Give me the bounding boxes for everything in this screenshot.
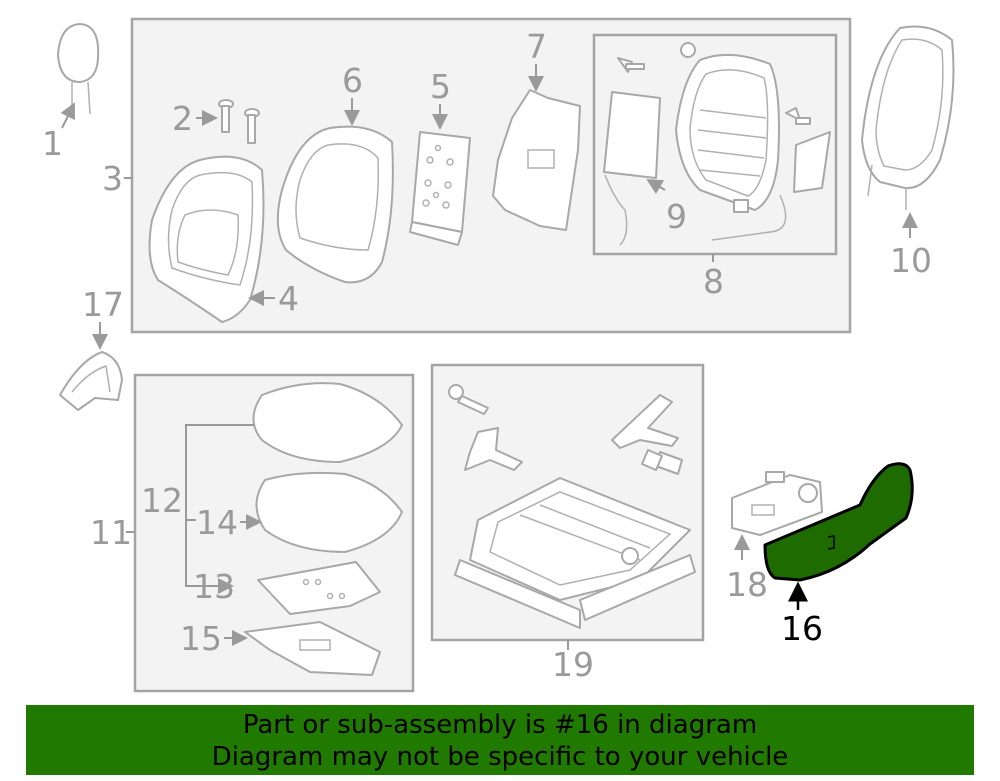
callout-14: 14 bbox=[196, 503, 238, 542]
seat-switch-part[interactable] bbox=[731, 471, 823, 536]
callout-6: 6 bbox=[342, 61, 363, 100]
seat-back-pad-part[interactable] bbox=[276, 125, 394, 284]
seat-back-shell-part[interactable] bbox=[861, 25, 955, 211]
callout-8: 8 bbox=[703, 262, 724, 301]
callout-12: 12 bbox=[141, 481, 183, 520]
cushion-sheet-part[interactable] bbox=[244, 621, 381, 676]
cushion-plate-part[interactable] bbox=[257, 561, 381, 615]
callout-3: 3 bbox=[102, 159, 123, 198]
cushion-pad-part[interactable] bbox=[255, 471, 403, 553]
callout-18: 18 bbox=[726, 565, 768, 604]
back-pad-sheet-part[interactable] bbox=[492, 89, 581, 231]
part-info-banner: Part or sub-assembly is #16 in diagram D… bbox=[26, 705, 974, 775]
callout-9: 9 bbox=[666, 197, 687, 236]
screw-part[interactable] bbox=[218, 99, 260, 144]
seat-back-frame-part[interactable] bbox=[603, 42, 831, 246]
callout-7: 7 bbox=[526, 27, 547, 66]
lumbar-panel-part[interactable] bbox=[409, 131, 471, 246]
callout-16: 16 bbox=[781, 609, 823, 648]
callout-4: 4 bbox=[278, 279, 299, 318]
leader-9 bbox=[646, 178, 666, 194]
seat-back-cover-part[interactable] bbox=[148, 155, 265, 323]
seat-side-cover-part[interactable] bbox=[59, 351, 123, 411]
side-shield-part-highlighted[interactable] bbox=[763, 462, 914, 582]
callout-17: 17 bbox=[82, 285, 124, 324]
callout-5: 5 bbox=[430, 67, 451, 106]
leader-1 bbox=[60, 102, 75, 129]
banner-line-1: Part or sub-assembly is #16 in diagram bbox=[242, 710, 758, 740]
callout-13: 13 bbox=[193, 567, 235, 606]
callout-15: 15 bbox=[180, 619, 222, 658]
track-bracket-part[interactable] bbox=[464, 394, 679, 471]
callout-1: 1 bbox=[42, 124, 63, 163]
callout-10: 10 bbox=[890, 241, 932, 280]
banner-line-2: Diagram may not be specific to your vehi… bbox=[211, 742, 789, 772]
headrest-part[interactable] bbox=[57, 23, 100, 115]
cushion-cover-part[interactable] bbox=[252, 382, 403, 463]
callout-11: 11 bbox=[90, 513, 132, 552]
seat-track-part[interactable] bbox=[454, 477, 696, 629]
callout-2: 2 bbox=[172, 99, 193, 138]
bracket-12 bbox=[185, 424, 255, 594]
callout-19: 19 bbox=[552, 645, 594, 684]
track-bolt-part[interactable] bbox=[448, 384, 683, 475]
